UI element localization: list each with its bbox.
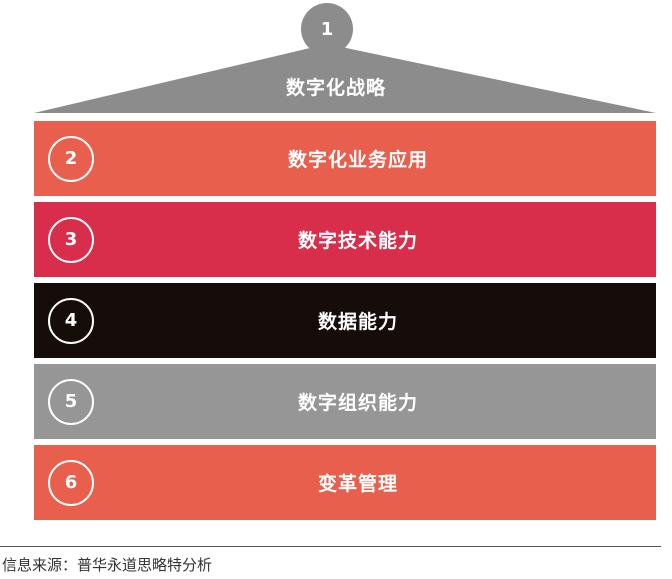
roof-number: 1: [320, 18, 334, 40]
layer-data-capability: 4 数据能力: [34, 283, 656, 358]
footer-divider: [0, 546, 661, 547]
layer-label: 数字技术能力: [297, 230, 418, 252]
roof: [34, 3, 656, 113]
layer-number-circle: 6: [48, 459, 94, 506]
layer-digital-technology-capability: 3 数字技术能力: [34, 202, 656, 277]
layer-label: 数字组织能力: [297, 392, 418, 414]
layer-number-circle: 5: [48, 378, 94, 425]
layer-change-management: 6 变革管理: [34, 445, 656, 520]
layer-number-circle: 3: [48, 216, 94, 263]
source-note: 信息来源：普华永道思略特分析: [2, 556, 213, 574]
roof-title: 数字化战略: [285, 76, 386, 99]
layer-label: 数字化业务应用: [287, 149, 428, 171]
layer-number-circle: 2: [48, 135, 94, 182]
layer-label: 数据能力: [317, 311, 398, 333]
layer-digital-business-applications: 2 数字化业务应用: [34, 121, 656, 196]
layer-number-circle: 4: [48, 297, 94, 344]
layer-digital-organization-capability: 5 数字组织能力: [34, 364, 656, 439]
layer-label: 变革管理: [317, 473, 398, 495]
roof-number-circle: [301, 3, 353, 55]
roof-triangle: [34, 44, 656, 113]
